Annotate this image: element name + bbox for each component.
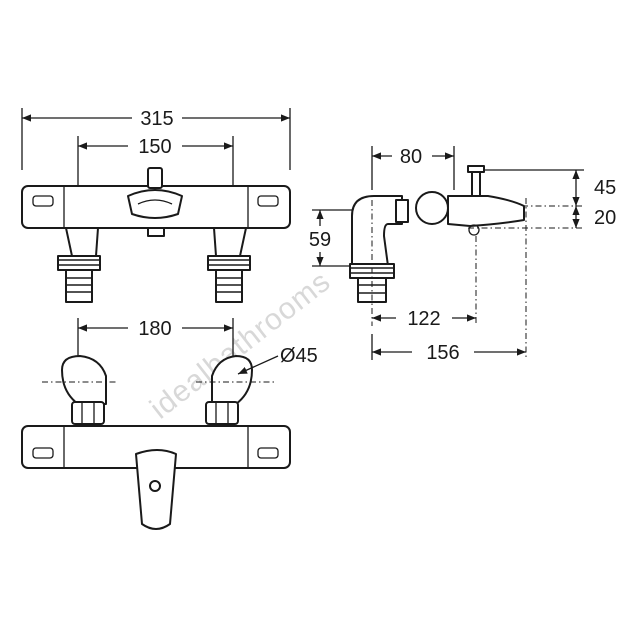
plan-view: 180 Ø45	[21, 318, 318, 530]
side-elbow	[351, 195, 403, 267]
diverter-lever	[127, 189, 183, 219]
dimension-side-offset: 80	[371, 146, 455, 190]
side-outlet-stem	[471, 169, 481, 197]
dimension-label-180: 180	[138, 318, 171, 340]
dimension-projection-overall: 156	[371, 334, 526, 364]
dimension-label-122: 122	[407, 308, 440, 330]
side-thermostat-knob	[415, 191, 449, 225]
dimension-label-20: 20	[594, 207, 616, 229]
diameter-leader	[237, 355, 279, 375]
diverter-knob	[147, 167, 163, 189]
dimension-projection-inner: 122	[372, 308, 476, 330]
dimension-rear-centres: 180	[77, 318, 234, 360]
dimension-overall-width: 315	[21, 108, 291, 170]
dimension-label-156: 156	[426, 342, 459, 364]
dimension-label-59: 59	[309, 229, 331, 251]
dimension-label-315: 315	[140, 108, 173, 130]
front-view: 315 150	[21, 108, 291, 303]
threaded-tail-left	[57, 255, 101, 303]
threaded-tail-right	[207, 255, 251, 303]
dimension-label-diameter: Ø45	[280, 345, 318, 367]
dimension-connection-centres: 150	[77, 136, 234, 200]
dimension-label-150: 150	[138, 136, 171, 158]
dimension-label-45: 45	[594, 177, 616, 199]
inlet-leg-left	[65, 227, 99, 257]
dimension-side-height: 59	[309, 209, 358, 267]
side-view: 80 59 45 20	[309, 146, 616, 364]
inlet-elbow-left	[61, 355, 107, 425]
side-spout	[447, 195, 525, 227]
dimension-label-80: 80	[400, 146, 422, 168]
inlet-leg-right	[213, 227, 247, 257]
